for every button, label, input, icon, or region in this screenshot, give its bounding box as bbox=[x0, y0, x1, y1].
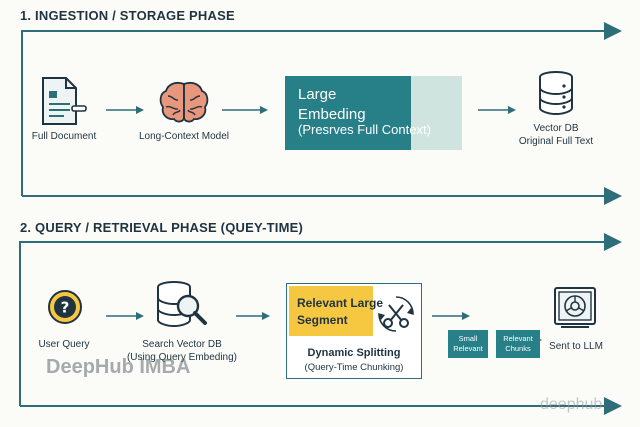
small-line2: Relevant bbox=[453, 344, 483, 353]
deephub-corner-watermark: deephub bbox=[540, 396, 603, 413]
dynamic-splitting-subtitle: (Query-Time Chunking) bbox=[304, 362, 404, 373]
embedding-line3: (Presrves Full Context) bbox=[298, 122, 431, 137]
relevant-line1: Relevant bbox=[503, 334, 533, 343]
relevant-segment-highlight: Relevant Large Segment bbox=[289, 286, 383, 336]
relevant-line2: Chunks bbox=[505, 344, 531, 353]
relevant-chunks-box: Relevant Chunks bbox=[496, 330, 540, 358]
full-document-label: Full Document bbox=[31, 131, 97, 142]
database-icon bbox=[539, 71, 573, 116]
relevant-segment-box: Relevant Large Segment Dynamic Splitting… bbox=[286, 283, 422, 379]
svg-text:?: ? bbox=[61, 299, 70, 317]
scissors-icon bbox=[378, 296, 414, 332]
segment-line1: Relevant Large bbox=[297, 296, 384, 310]
deephub-imba-watermark: DeepHub IMBA bbox=[46, 356, 191, 378]
vector-db-line2: Original Full Text bbox=[518, 136, 594, 147]
embedding-pale-segment bbox=[411, 76, 462, 150]
question-icon: ? bbox=[48, 290, 82, 324]
long-context-model-label: Long-Context Model bbox=[138, 131, 230, 142]
embedding-line2: Embeding bbox=[298, 106, 366, 123]
sent-to-llm-label: Sent to LLM bbox=[549, 341, 603, 352]
search-line2: (Using Query Embeding) bbox=[126, 352, 238, 363]
small-line1: Small bbox=[458, 334, 478, 343]
dynamic-splitting-title: Dynamic Splitting bbox=[307, 347, 401, 359]
document-icon bbox=[42, 77, 87, 125]
large-embedding-box: Large Embeding bbox=[285, 76, 411, 150]
embedding-line1: Large bbox=[298, 86, 337, 103]
database-search-icon bbox=[157, 281, 207, 328]
search-line1: Search Vector DB bbox=[142, 339, 222, 350]
user-query-label: User Query bbox=[38, 339, 90, 350]
brain-icon bbox=[159, 81, 209, 123]
small-relevant-chunk: Small Relevant bbox=[448, 330, 488, 358]
segment-line2: Segment bbox=[297, 313, 348, 327]
search-vector-db-label: Search Vector DB (Using Query Embeding) bbox=[118, 338, 246, 364]
vector-db-line1: Vector DB bbox=[533, 123, 579, 134]
ingestion-phase-title: 1. INGESTION / STORAGE PHASE bbox=[20, 8, 235, 23]
vector-db-label: Vector DB Original Full Text bbox=[504, 122, 608, 148]
llm-chip-icon bbox=[554, 287, 596, 328]
query-phase-title: 2. QUERY / RETRIEVAL PHASE (QUEY-TIME) bbox=[20, 220, 304, 235]
